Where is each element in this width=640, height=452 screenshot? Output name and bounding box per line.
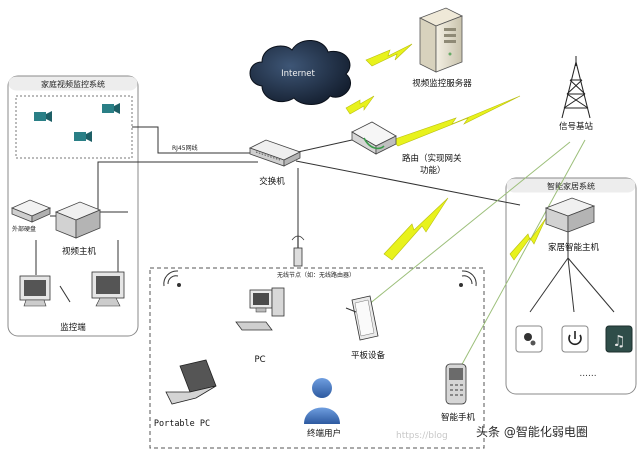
wireless-node-label: 无线节点（如：无线路由器）	[277, 271, 355, 279]
monitor-icon	[91, 271, 125, 307]
user-icon	[304, 378, 340, 424]
lightning-icon	[345, 43, 547, 261]
pc-label: PC	[254, 355, 265, 365]
home-surveillance-panel: 家庭视频监控系统	[7, 75, 139, 337]
tablet-label: 平板设备	[351, 350, 386, 361]
smartphone-label: 智能手机	[441, 412, 476, 423]
video-server-label: 视频监控服务器	[412, 78, 472, 89]
router-label-2: 功能）	[420, 165, 446, 176]
phone-icon	[445, 363, 467, 405]
tablet-icon	[345, 295, 379, 341]
host-icon	[54, 201, 102, 239]
smart-home-panel: 智能家居系统	[505, 177, 637, 395]
smart-home-tree	[59, 232, 615, 313]
portable-pc-label: Portable PC	[154, 419, 210, 429]
camera-icon	[34, 111, 52, 122]
switch-icon	[248, 139, 302, 167]
wireless-sync-lines	[367, 139, 586, 369]
ellipsis-label: ......	[579, 369, 596, 379]
internet-cloud-icon: Internet	[249, 40, 352, 105]
router-label-1: 路由（实现网关	[402, 153, 462, 164]
antenna-icon	[291, 235, 305, 267]
sensor-icon	[515, 325, 543, 353]
disk-icon	[10, 199, 52, 223]
internet-label: Internet	[281, 69, 315, 79]
base-station-label: 信号基站	[559, 121, 594, 132]
external-disk-label: 外部硬盘	[12, 225, 36, 233]
watermark-brand: 头条 @智能化弱电圈	[476, 424, 588, 439]
monitor-icon	[19, 275, 51, 307]
server-icon	[419, 7, 463, 73]
video-host-label: 视频主机	[62, 246, 97, 257]
camera-icon	[74, 131, 92, 142]
tower-icon	[561, 56, 591, 119]
switch-label: 交换机	[259, 176, 285, 187]
watermark-blog: https://blog	[396, 431, 448, 441]
pc-icon	[235, 287, 285, 331]
music-icon: ♫	[605, 325, 633, 353]
camera-icon	[102, 103, 120, 114]
power-icon	[561, 325, 589, 353]
svg-text:♫: ♫	[612, 332, 625, 350]
smart-home-title: 智能家居系统	[547, 181, 595, 191]
monitor-terminal-label: 监控端	[60, 322, 86, 333]
home-smart-host-label: 家居智能主机	[548, 242, 600, 253]
wireless-zone	[149, 267, 485, 449]
terminal-user-label: 终端用户	[307, 428, 341, 439]
home-surveillance-title: 家庭视频监控系统	[41, 79, 105, 89]
laptop-icon	[165, 359, 217, 405]
wifi-signal-icon	[459, 270, 477, 287]
rj45-label: RJ45网线	[172, 144, 198, 152]
wifi-signal-icon	[163, 270, 181, 287]
host-icon	[544, 197, 596, 233]
router-icon	[351, 121, 397, 155]
